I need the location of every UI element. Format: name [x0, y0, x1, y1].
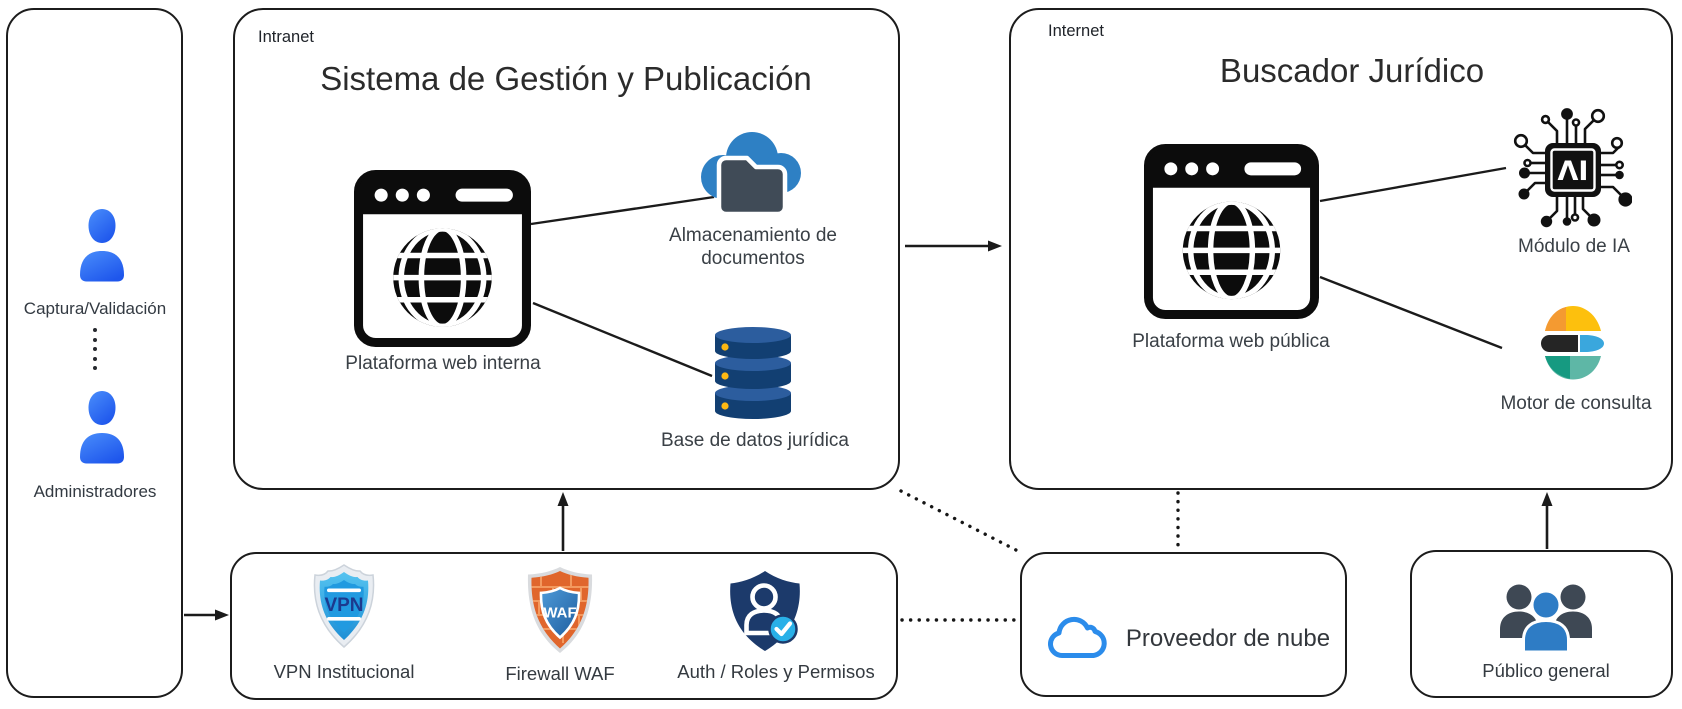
- cloud-outline-icon: [1047, 610, 1109, 660]
- capture-label: Captura/Validación: [23, 299, 167, 318]
- public-web-label: Plataforma web pública: [1132, 331, 1330, 352]
- search-engine-label: Motor de consulta: [1500, 393, 1652, 414]
- storage-label-line2: documentos: [701, 248, 805, 269]
- vpn-label: VPN Institucional: [273, 661, 415, 682]
- internet-title: Buscador Jurídico: [1219, 52, 1485, 89]
- user-icon: [77, 388, 127, 464]
- ai-badge-text: ΛI: [1558, 156, 1589, 187]
- ai-module-label: Módulo de IA: [1518, 236, 1630, 257]
- internal-web-label: Plataforma web interna: [345, 353, 541, 374]
- public-label: Público general: [1482, 660, 1610, 681]
- internet-zone-label: Internet: [1048, 22, 1104, 40]
- intranet-title: Sistema de Gestión y Publicación: [320, 60, 812, 97]
- admin-label: Administradores: [33, 482, 157, 501]
- database-label: Base de datos jurídica: [660, 430, 850, 451]
- cloud-provider-box: [1020, 552, 1347, 697]
- people-group-icon: [1494, 572, 1598, 658]
- user-icon: [77, 206, 127, 282]
- browser-globe-icon: [354, 170, 531, 347]
- waf-badge-text: WAF: [543, 605, 576, 622]
- vpn-shield-icon: VPN: [309, 563, 379, 649]
- auth-label: Auth / Roles y Permisos: [677, 661, 875, 682]
- cloud-provider-label: Proveedor de nube: [1125, 625, 1331, 652]
- waf-label: Firewall WAF: [505, 663, 615, 684]
- dotted-intranet-cloud: [899, 489, 1018, 552]
- internet-panel: [1009, 8, 1673, 490]
- vpn-badge-text: VPN: [324, 595, 363, 616]
- database-icon: [711, 323, 795, 421]
- cloud-folder-icon: [690, 120, 808, 218]
- browser-globe-icon: [1144, 144, 1319, 319]
- actor-separator-dots: [92, 328, 97, 370]
- auth-shield-icon: [721, 567, 809, 655]
- storage-label-line1: Almacenamiento de: [669, 225, 837, 246]
- elastic-search-icon: [1538, 304, 1608, 380]
- actors-panel: [6, 8, 183, 698]
- intranet-zone-label: Intranet: [258, 28, 314, 46]
- ai-chip-icon: ΛI: [1497, 101, 1633, 236]
- waf-shield-icon: WAF: [523, 565, 597, 655]
